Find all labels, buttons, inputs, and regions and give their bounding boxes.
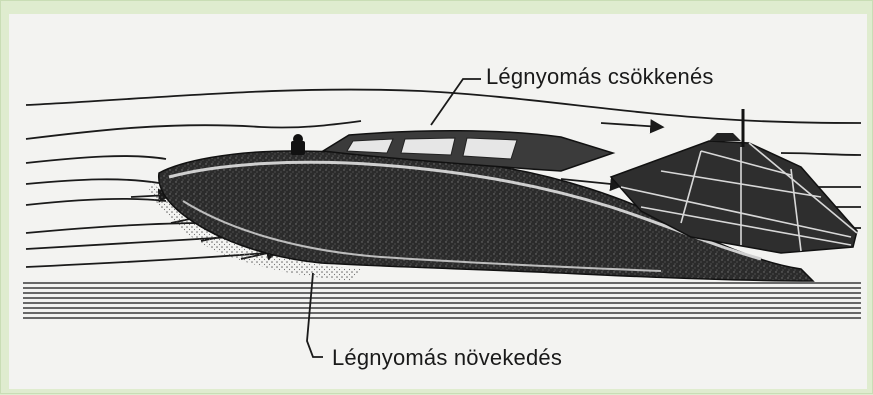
label-leader-bottom	[307, 273, 323, 357]
bow-cleat	[291, 134, 305, 155]
label-pressure-increase: Légnyomás növekedés	[332, 345, 562, 371]
label-leader-top	[431, 79, 481, 125]
water-lines	[23, 283, 861, 318]
label-pressure-decrease: Légnyomás csökkenés	[486, 64, 714, 90]
